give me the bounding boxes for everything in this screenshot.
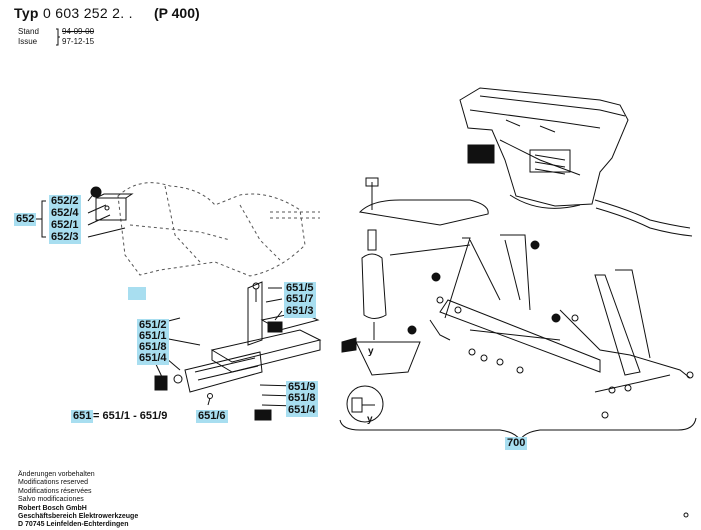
spring: [367, 229, 377, 251]
y-marker-1: y: [368, 346, 374, 357]
footer-notice: Änderungen vorbehalten Modifications res…: [18, 471, 138, 530]
knob-652-2: [90, 186, 102, 198]
part-651-4-tag: 651/4: [137, 352, 169, 365]
clamp-arm: [358, 199, 489, 226]
part-651-6-tag: 651/6: [196, 410, 228, 423]
stand-label: Stand: [18, 27, 39, 36]
group-651-tag: 651: [71, 410, 94, 423]
saw-p400: [459, 87, 693, 237]
stand-frame-beam: [439, 299, 601, 373]
part-652-4-tag: 652/4: [49, 207, 81, 220]
footer-line: Modifications reserved: [18, 479, 89, 487]
knob-651-4: [154, 375, 168, 391]
group-652-tag: 652: [14, 213, 37, 226]
part-651-slide: [184, 351, 263, 393]
part-651-table: [210, 329, 322, 363]
header-brace: [56, 28, 59, 46]
saw-body-outline: [117, 182, 320, 277]
pad-651-3: [267, 321, 283, 333]
knob-651-4b: [254, 409, 272, 421]
footer-division: Geschäftsbereich Elektrowerkzeuge: [18, 513, 139, 521]
part-652-3-tag: 652/3: [49, 231, 81, 244]
part-651-8b-tag: 651/8: [286, 392, 318, 405]
part-651-upright: [247, 281, 263, 346]
part-652-plate: [95, 197, 127, 221]
highlight-marker: [128, 287, 146, 300]
footer-company: Robert Bosch GmbH: [18, 504, 87, 512]
part-651-5-tag: 651/5: [284, 282, 316, 295]
part-651-7-tag: 651/7: [284, 293, 316, 306]
part-651-3-tag: 651/3: [284, 305, 316, 318]
part-652-2-tag: 652/2: [49, 195, 81, 208]
part-651-1-tag: 651/1: [137, 330, 169, 343]
detail-circle: [346, 385, 384, 423]
long-bolt: [389, 244, 471, 256]
part-651-2-tag: 651/2: [137, 319, 169, 332]
footer-line: Modifications réservées: [18, 487, 92, 495]
issue-value: 97-12-15: [62, 37, 95, 46]
footer-address: D 70745 Leinfelden-Echterdingen: [18, 521, 129, 529]
type-title: Typ 0 603 252 2. .: [14, 5, 133, 21]
type-label: Typ: [14, 5, 39, 21]
y-marker-2: y: [367, 414, 373, 425]
part-651-4b-tag: 651/4: [286, 404, 318, 417]
stand-leg-right: [594, 274, 641, 376]
part-651-9-tag: 651/9: [286, 381, 318, 394]
model-name: (P 400): [154, 5, 200, 21]
part-652-1-tag: 652/1: [49, 219, 81, 232]
footer-line: Änderungen vorbehalten: [18, 471, 95, 478]
type-number: 0 603 252 2. .: [42, 5, 133, 21]
post: [361, 253, 387, 319]
stand-value: 94-09-00: [62, 27, 95, 36]
part-651-8-tag: 651/8: [137, 341, 169, 354]
group-651-equation: = 651/1 - 651/9: [93, 410, 168, 422]
footer-line: Salvo modificaciones: [18, 496, 84, 504]
bracket-652: [41, 200, 46, 238]
issue-label: Issue: [18, 37, 38, 46]
group-700-tag: 700: [505, 437, 528, 450]
